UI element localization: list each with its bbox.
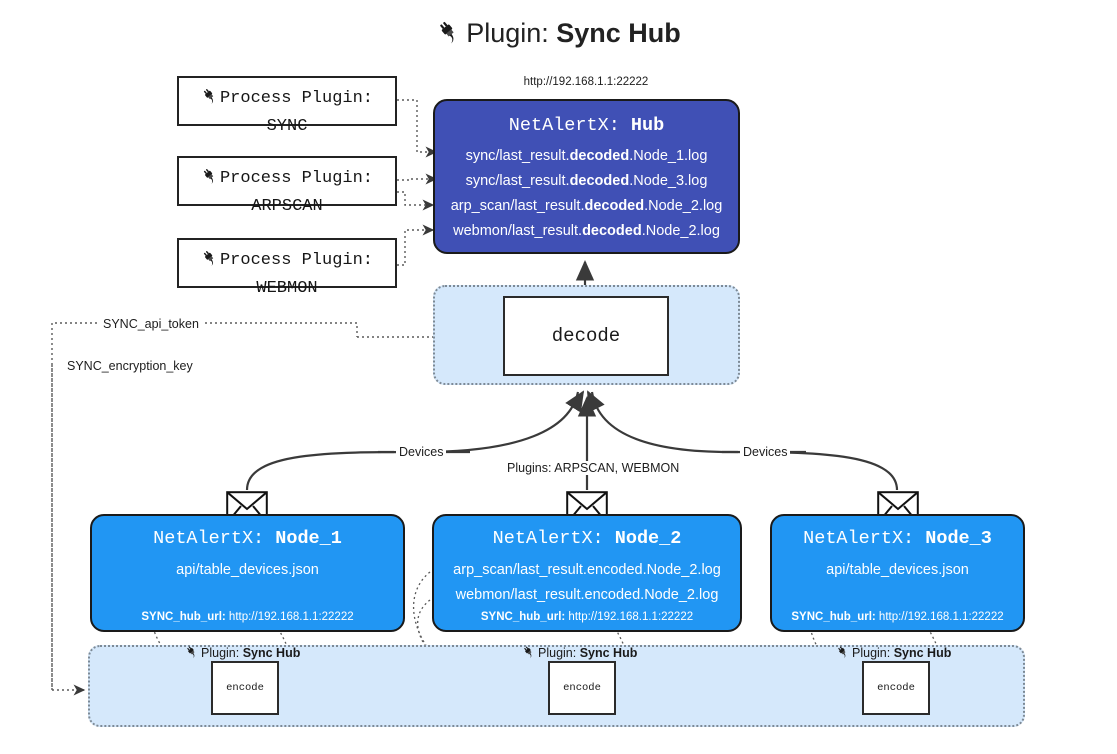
edge-label-devices-left: Devices (396, 445, 447, 459)
node-footer: SYNC_hub_url: http://192.168.1.1:22222 (141, 611, 354, 623)
node-line: arp_scan/last_result.encoded.Node_2.log (453, 562, 721, 578)
page-title: Plugin: Sync Hub (0, 18, 1117, 52)
plug-icon (522, 645, 536, 662)
process-plugin-sync-name: SYNC (266, 117, 308, 136)
plugin-label-node-2: Plugin: Sync Hub (522, 645, 637, 662)
edge-label-encryption-key: SYNC_encryption_key (64, 359, 196, 373)
plugin-label-node-1: Plugin: Sync Hub (185, 645, 300, 662)
process-plugin-webmon-header: Process Plugin: (179, 248, 395, 276)
encode-box-node-2[interactable]: encode (548, 661, 616, 715)
hub-card[interactable]: NetAlertX: Hub sync/last_result.decoded.… (433, 99, 740, 254)
process-plugin-arpscan-header-text: Process Plugin: (219, 169, 374, 188)
node-footer: SYNC_hub_url: http://192.168.1.1:22222 (791, 611, 1004, 623)
hub-title: NetAlertX: Hub (435, 115, 738, 136)
node-card-node-3[interactable]: NetAlertX: Node_3 api/table_devices.json… (770, 514, 1025, 632)
process-plugin-arpscan-header: Process Plugin: (179, 166, 395, 194)
edge-label-devices-right: Devices (740, 445, 791, 459)
hub-log-list: sync/last_result.decoded.Node_1.log sync… (435, 144, 738, 244)
hub-url-label: http://192.168.1.1:22222 (523, 76, 649, 88)
page-title-prefix: Plugin: (466, 18, 557, 48)
plug-icon (436, 19, 462, 52)
edge-label-api-token: SYNC_api_token (100, 317, 202, 331)
hub-log-line: webmon/last_result.decoded.Node_2.log (453, 223, 720, 239)
node-line: api/table_devices.json (176, 562, 319, 578)
plugin-label-node-3: Plugin: Sync Hub (836, 645, 951, 662)
node-card-node-1[interactable]: NetAlertX: Node_1 api/table_devices.json… (90, 514, 405, 632)
plug-icon (185, 645, 199, 662)
process-plugin-sync-header: Process Plugin: (179, 86, 395, 114)
plug-icon (201, 167, 219, 194)
hub-log-line: arp_scan/last_result.decoded.Node_2.log (450, 198, 723, 214)
process-plugin-sync-box[interactable]: Process Plugin: SYNC (177, 76, 397, 136)
node-footer: SYNC_hub_url: http://192.168.1.1:22222 (480, 611, 694, 623)
plug-icon (201, 249, 219, 276)
process-plugin-arpscan-name: ARPSCAN (251, 197, 323, 216)
node-card-node-2[interactable]: NetAlertX: Node_2 arp_scan/last_result.e… (432, 514, 742, 632)
process-plugin-webmon-box[interactable]: Process Plugin: WEBMON (177, 238, 397, 298)
decode-box[interactable]: decode (503, 296, 669, 376)
node-line: webmon/last_result.encoded.Node_2.log (455, 587, 719, 603)
process-plugin-webmon-header-text: Process Plugin: (219, 251, 374, 270)
process-plugin-arpscan-box[interactable]: Process Plugin: ARPSCAN (177, 156, 397, 216)
encode-box-node-3[interactable]: encode (862, 661, 930, 715)
encode-box-node-1[interactable]: encode (211, 661, 279, 715)
node-title: NetAlertX: Node_1 (153, 528, 342, 549)
hub-title-prefix: NetAlertX: (508, 115, 631, 136)
node-line-list: api/table_devices.json (772, 558, 1023, 583)
plug-icon (836, 645, 850, 662)
node-title: NetAlertX: Node_2 (492, 528, 682, 549)
edge-label-plugins-mid: Plugins: ARPSCAN, WEBMON (504, 461, 683, 475)
hub-title-name: Hub (630, 115, 665, 136)
hub-log-line: sync/last_result.decoded.Node_1.log (465, 148, 708, 164)
hub-log-line: sync/last_result.decoded.Node_3.log (465, 173, 708, 189)
process-plugin-webmon-name: WEBMON (256, 279, 318, 298)
page-title-name: Sync Hub (556, 18, 681, 48)
process-plugin-sync-header-text: Process Plugin: (219, 89, 374, 108)
node-line: api/table_devices.json (826, 562, 969, 578)
node-line-list: arp_scan/last_result.encoded.Node_2.log … (434, 558, 740, 608)
plug-icon (201, 87, 219, 114)
node-title: NetAlertX: Node_3 (803, 528, 992, 549)
node-line-list: api/table_devices.json (92, 558, 403, 583)
